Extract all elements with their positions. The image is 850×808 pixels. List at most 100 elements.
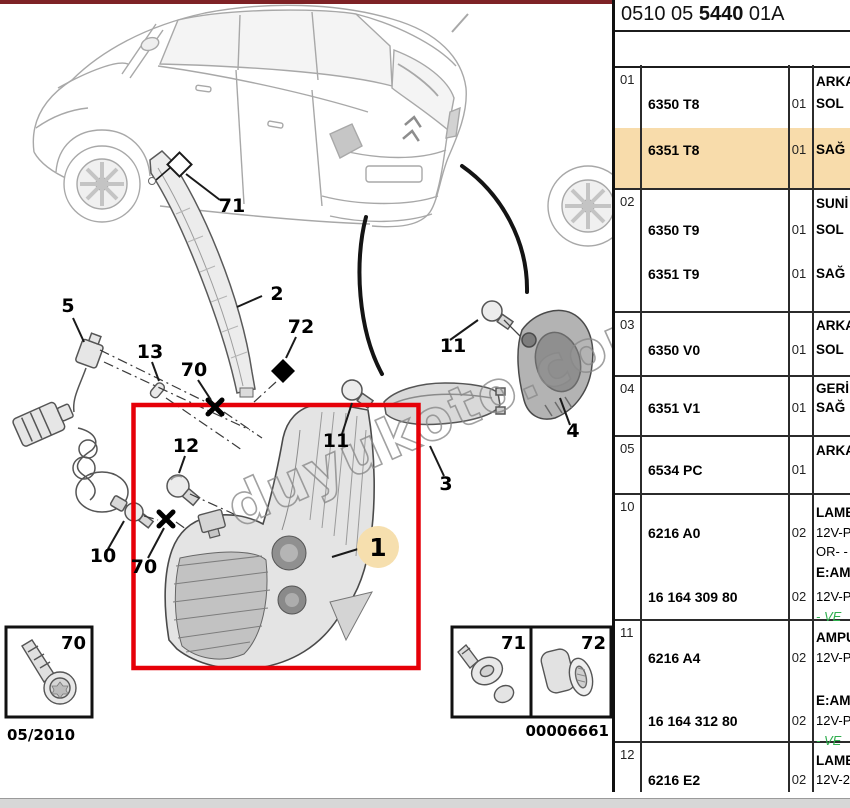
part-quantity: 02 <box>791 589 807 604</box>
part-number: 16 164 312 80 <box>648 713 738 729</box>
part-description: E:AM <box>816 565 850 580</box>
callout-4-label: 4 <box>566 420 579 442</box>
part-quantity: 02 <box>791 713 807 728</box>
callout-leader-lines <box>72 173 571 559</box>
code-suffix: 01A <box>743 3 785 25</box>
selected-part-red-box[interactable] <box>131 402 421 671</box>
callout-5-label: 5 <box>61 295 74 317</box>
part-quantity: 01 <box>791 96 807 111</box>
part-description: 12V-P <box>816 525 850 540</box>
part-quantity: 01 <box>791 222 807 237</box>
parts-table: 0510 05 5440 01A 01ARKA6350 T801SOL6351 … <box>612 0 850 792</box>
callout-10-label: 10 <box>90 545 116 567</box>
code-main: 5440 <box>698 3 744 25</box>
callout-72-label: 72 <box>288 316 314 338</box>
locator-arcs <box>357 164 530 376</box>
selected-part-badge[interactable]: 1 <box>357 526 399 568</box>
part-description: SOL <box>816 96 844 111</box>
bulb-13 <box>149 382 166 399</box>
part-number: 16 164 309 80 <box>648 589 738 605</box>
part-number: 6351 V1 <box>648 400 701 416</box>
part-description: SOL <box>816 342 844 357</box>
grommet-icon <box>540 648 594 697</box>
part-number: 6534 PC <box>648 462 703 478</box>
top-accent-bar <box>0 0 612 4</box>
callout-12-label: 12 <box>173 435 199 457</box>
front-wheel <box>63 145 141 223</box>
bulb-11-right <box>481 300 525 341</box>
group-ref-number: 01 <box>620 72 635 87</box>
inset-72-label: 72 <box>581 633 606 654</box>
part-quantity: 01 <box>791 266 807 281</box>
inset-box-70: 70 05/2010 <box>4 625 94 744</box>
callout-71-label: 71 <box>219 195 245 217</box>
part-description: ARKA <box>816 318 850 333</box>
part-description: E:AM <box>816 693 850 708</box>
part-2-pillar-trim <box>148 150 256 398</box>
part-5-wiring-harness <box>12 332 133 513</box>
column-divider-qty <box>788 65 790 792</box>
horizontal-scrollbar[interactable] <box>0 798 850 808</box>
part-description: GERİ <box>816 381 850 396</box>
callout-11-label-a: 11 <box>440 335 466 357</box>
citroen-chevrons-icon <box>402 115 422 142</box>
part-number: 6216 A4 <box>648 650 701 666</box>
group-ref-number: 05 <box>620 441 635 456</box>
callout-70-label-b: 70 <box>131 556 157 578</box>
part-72-grommet-marker <box>271 359 295 383</box>
bulb-10 <box>124 502 155 529</box>
bulb-12 <box>166 474 201 507</box>
part-1-rear-lamp <box>164 404 375 670</box>
code-prefix: 0510 05 <box>621 3 699 25</box>
group-ref-number: 10 <box>620 499 635 514</box>
group-ref-number: 12 <box>620 747 635 762</box>
part-description: SAĞ <box>816 142 846 157</box>
screw-icon <box>21 639 77 705</box>
part-description: AMPU <box>816 630 850 645</box>
part-number: 6350 V0 <box>648 342 701 358</box>
part-description: 12V-P <box>816 589 850 604</box>
selected-part-number: 1 <box>369 533 386 562</box>
part-number: 6351 T8 <box>648 142 700 158</box>
part-description: 12V-2 <box>816 772 850 787</box>
part-description: OR- - <box>816 544 848 559</box>
part-description: SAĞ <box>816 400 846 415</box>
part-quantity: 01 <box>791 400 807 415</box>
table-header-spacer <box>615 32 850 68</box>
part-quantity: 01 <box>791 342 807 357</box>
callout-3-label: 3 <box>439 473 452 495</box>
part-description: SOL <box>816 222 844 237</box>
part-71-clip-marker <box>155 151 193 181</box>
part-quantity: 01 <box>791 142 807 157</box>
part-number: 6350 T8 <box>648 96 700 112</box>
column-divider-ref <box>640 65 642 792</box>
column-divider-desc <box>812 65 814 792</box>
parts-group-03[interactable]: 03 ARKA 6350 V0 01 SOL <box>615 313 850 377</box>
part-description: LAMB <box>816 505 850 520</box>
inset-date: 05/2010 <box>7 726 75 744</box>
car-illustration <box>32 4 612 247</box>
rear-wheel <box>547 165 612 247</box>
group-ref-number: 03 <box>620 317 635 332</box>
rivet-clip-icon <box>457 643 515 704</box>
part-description: - VE <box>816 609 842 624</box>
part-description: SAĞ <box>816 266 846 281</box>
inset-box-71: 71 <box>450 625 533 719</box>
fastener-x-marks <box>156 397 225 529</box>
exploded-parts-diagram: duyukoto.com 71 2 <box>0 0 612 744</box>
part-description: 12V-P <box>816 650 850 665</box>
highlighted-row-band <box>615 128 850 188</box>
part-description: LAMB <box>816 753 850 768</box>
part-number: 6351 T9 <box>648 266 700 282</box>
part-description: ARKA <box>816 74 850 89</box>
callout-11-label-b: 11 <box>323 430 349 452</box>
